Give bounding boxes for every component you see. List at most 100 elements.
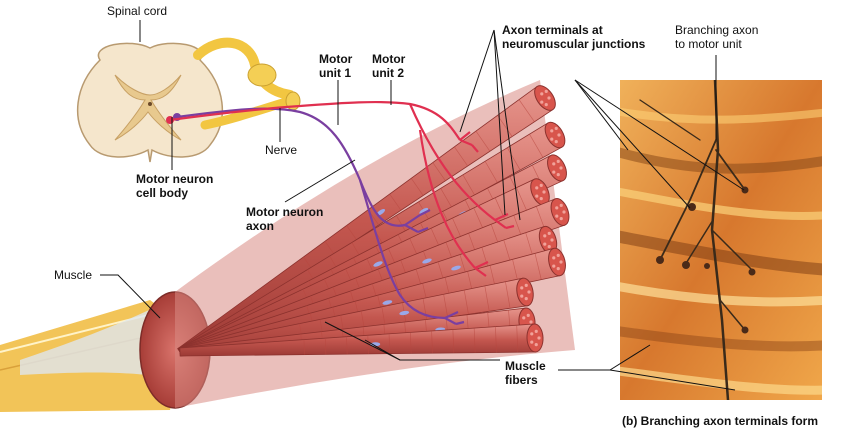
myofibril-dot [550, 137, 554, 141]
fiber-nucleus [451, 265, 461, 271]
leader-lines [100, 20, 745, 391]
muscle-fibers-label-line2: fibers [505, 373, 538, 387]
myofibril-dot [524, 283, 528, 287]
fiber-striation [431, 330, 433, 354]
fiber-nucleus [419, 207, 429, 214]
myofibril-dot [555, 206, 559, 210]
fiber-cut-end [550, 198, 570, 226]
myofibril-dot [550, 129, 554, 133]
fiber-nucleus [376, 209, 386, 216]
myofibril-dot [557, 133, 561, 137]
fiber-striation [463, 290, 469, 315]
myofibril-dot [522, 316, 526, 320]
motor-unit-1-axon [176, 107, 465, 326]
myofibril-dot [547, 245, 551, 249]
figure-caption: (b) Branching axon terminals form [622, 414, 819, 428]
fiber-striation [324, 241, 335, 255]
nerve-label: Nerve [265, 143, 298, 157]
fiber-striation [484, 285, 490, 312]
fiber-striation [443, 294, 448, 318]
fiber-striation [440, 188, 453, 208]
fiber-cut-end [548, 247, 566, 277]
fiber-striation [422, 298, 428, 321]
fiber-striation [475, 130, 491, 152]
axon-terminals-label-line1: Axon terminals at [502, 23, 603, 37]
myofibril-dot [544, 89, 548, 93]
fiber-striation [516, 325, 519, 353]
fiber-cut-end [547, 154, 567, 182]
fiber-nucleus [373, 261, 383, 267]
fiber-striation [432, 162, 446, 181]
myofibril-dot [547, 231, 551, 235]
fiber-striation [518, 99, 535, 122]
fiber-striation [452, 217, 463, 240]
muscle-label: Muscle [54, 268, 93, 282]
fiber-striation [529, 133, 544, 158]
myofibril-dot [559, 203, 563, 207]
myofibril-dot [552, 162, 556, 166]
fiber-striation [462, 174, 475, 196]
branching-axon-label-line2: to motor unit [675, 37, 742, 51]
motor-neuron-cell-body-label-line1: Motor neuron [136, 172, 214, 186]
myofibril-dot [526, 313, 530, 317]
fiber-striation [506, 147, 521, 171]
myofibril-dot [535, 194, 539, 198]
fiber-striation [303, 339, 305, 355]
motor-unit-2-cell-body [166, 116, 174, 124]
myofibril-dot [534, 343, 538, 347]
fiber-striation [516, 187, 528, 213]
myofibril-dot [556, 267, 560, 271]
fiber-striation [395, 215, 407, 233]
fiber-striation [324, 338, 327, 355]
branching-axon-label-line1: Branching axon [675, 23, 759, 37]
myofibril-dot [559, 217, 563, 221]
motor-unit-2-label-line1: Motor [372, 52, 406, 66]
myofibril-dot [556, 159, 560, 163]
motor-unit-1-label-line2: unit 1 [319, 66, 351, 80]
myofibril-dot [544, 103, 548, 107]
fiber-striation [497, 115, 513, 137]
myofibril-dot [554, 126, 558, 130]
myofibril-dot [554, 140, 558, 144]
motor-unit-2-axon [169, 100, 515, 277]
fiber-striation [473, 207, 485, 231]
fiber-nucleus [399, 310, 410, 316]
fiber-cut-end [526, 323, 544, 353]
motor-unit-1-label-line1: Motor [319, 52, 353, 66]
branching-axon-label: Branching axon to motor unit [675, 23, 758, 51]
fiber-striation [505, 281, 511, 309]
motor-unit-2-label-line2: unit 2 [372, 66, 404, 80]
myofibril-dot [556, 173, 560, 177]
myofibril-dot [520, 294, 524, 298]
myofibril-dot [530, 332, 534, 336]
myofibril-dot [552, 264, 556, 268]
myofibril-dot [555, 214, 559, 218]
fiber-striation [381, 306, 386, 327]
myofibril-dot [539, 197, 543, 201]
fiber-striation [346, 336, 348, 355]
fiber-striation [494, 197, 506, 222]
myofibril-dot [540, 92, 544, 96]
fiber-striation [452, 329, 455, 353]
motor-neuron-axon-label-line2: axon [246, 219, 275, 233]
myofibril-dot [556, 253, 560, 257]
fiber-striation [388, 333, 391, 354]
fiber-striation [367, 335, 369, 354]
motor-neuron-axon-label: Motor neuron axon [246, 205, 323, 233]
fiber-striation [534, 253, 542, 280]
fiber-nucleus [382, 300, 393, 305]
fiber-striation [360, 310, 365, 330]
fiber-striation [484, 161, 498, 183]
motor-neuron-axon-label-line1: Motor neuron [246, 205, 324, 219]
motor-neuron-cell-body-label: Motor neuron cell body [136, 172, 213, 200]
motor-unit-2-label: Motor unit 2 [372, 52, 405, 80]
fiber-striation [454, 146, 469, 167]
spinal-cord-label: Spinal cord [107, 4, 168, 18]
micrograph [620, 80, 822, 400]
fiber-striation [410, 178, 424, 196]
myofibril-dot [527, 290, 531, 294]
motor-neuron-cell-body-label-line2: cell body [136, 186, 189, 200]
motor-unit-1-label: Motor unit 1 [319, 52, 352, 80]
muscle-fibers-label: Muscle fibers [505, 359, 546, 387]
